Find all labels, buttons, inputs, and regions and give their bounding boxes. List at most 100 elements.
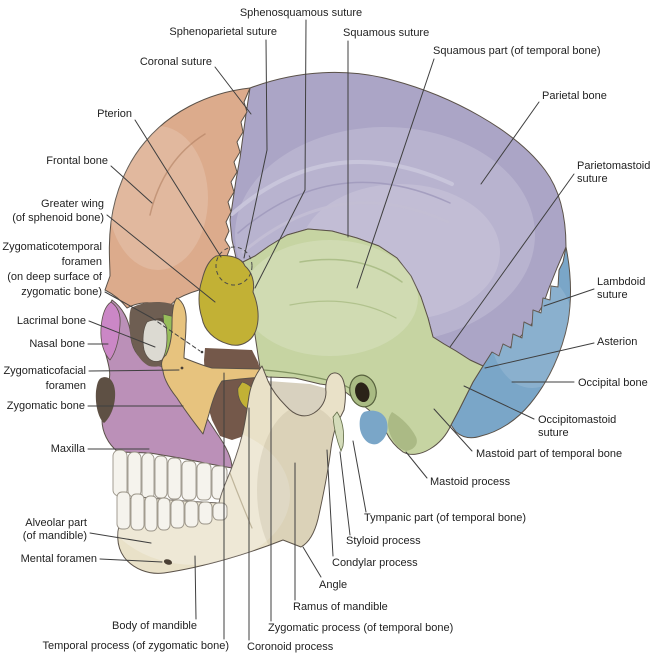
frontal-shading xyxy=(108,126,208,270)
temporal-shading xyxy=(243,240,418,356)
styloid-process-shape xyxy=(332,411,345,453)
tooth xyxy=(170,499,185,529)
leader-lambdoid xyxy=(543,288,595,307)
leader-body-of-mandible xyxy=(194,555,197,620)
leader-frontal xyxy=(110,165,153,204)
pterion-circle xyxy=(215,246,253,286)
label-zygomaticofacial-1: Zygomaticofacial xyxy=(3,365,86,377)
leader-mastoid-part xyxy=(433,408,473,452)
label-mastoid-process: Mastoid process xyxy=(430,476,511,488)
skull-illustration xyxy=(95,71,571,574)
zygomaticotemporal-dashed-line xyxy=(151,317,201,352)
label-zygomaticotemporal-3: (on deep surface of xyxy=(7,271,103,283)
leader-parietal xyxy=(480,101,540,185)
label-zygomaticotemporal-1: Zygomaticotemporal xyxy=(2,241,102,253)
leader-asterion xyxy=(484,342,595,369)
tooth xyxy=(181,460,197,501)
tooth xyxy=(212,502,228,521)
leader-lines xyxy=(87,19,595,641)
label-alveolar-2: (of mandible) xyxy=(23,530,87,542)
label-zygomatic-bone: Zygomatic bone xyxy=(7,400,85,412)
label-sphenoparietal-suture: Sphenoparietal suture xyxy=(169,26,277,38)
label-zygomatic-process: Zygomatic process (of temporal bone) xyxy=(268,622,453,634)
leader-occipitomastoid xyxy=(463,385,535,420)
label-nasal-bone: Nasal bone xyxy=(29,338,85,350)
occipital-below-ear-patch xyxy=(359,410,388,445)
tooth xyxy=(184,500,199,528)
label-parietomastoid-1: Parietomastoid xyxy=(577,160,650,172)
label-maxilla: Maxilla xyxy=(51,443,86,455)
leader-angle xyxy=(302,546,322,578)
label-coronal-suture: Coronal suture xyxy=(140,56,212,68)
leader-tympanic xyxy=(352,440,367,513)
tooth xyxy=(157,497,171,531)
labels: Sphenosquamous suture Sphenoparietal sut… xyxy=(2,7,650,653)
tooth xyxy=(198,501,213,525)
label-asterion: Asterion xyxy=(597,336,637,348)
label-zygomaticotemporal-4: zygomatic bone) xyxy=(21,286,102,298)
label-lambdoid-2: suture xyxy=(597,289,628,301)
tooth xyxy=(144,495,158,532)
label-occipitomastoid-2: suture xyxy=(538,427,569,439)
label-greater-wing-2: (of sphenoid bone) xyxy=(12,212,104,224)
label-condylar-process: Condylar process xyxy=(332,557,418,569)
leader-condylar xyxy=(326,449,334,557)
tooth xyxy=(112,449,128,497)
leader-styloid xyxy=(339,451,351,536)
tooth xyxy=(130,493,145,531)
label-zygomaticotemporal-2: foramen xyxy=(62,256,102,268)
label-angle: Angle xyxy=(319,579,347,591)
zygomaticotemporal-foramen-dot xyxy=(200,350,204,354)
tooth xyxy=(116,491,131,530)
tooth xyxy=(141,452,155,501)
leader-lacrimal xyxy=(88,320,156,348)
label-sphenosquamous-suture: Sphenosquamous suture xyxy=(240,7,362,19)
label-body-of-mandible: Body of mandible xyxy=(112,620,197,632)
label-pterion: Pterion xyxy=(97,108,132,120)
leader-greater-wing xyxy=(106,214,216,303)
label-mastoid-part: Mastoid part of temporal bone xyxy=(476,448,622,460)
label-greater-wing-1: Greater wing xyxy=(41,198,104,210)
lower-teeth xyxy=(116,491,228,532)
leader-pterion xyxy=(134,119,222,258)
label-mental-foramen: Mental foramen xyxy=(21,553,97,565)
leader-sphenoparietal xyxy=(243,39,268,259)
sphenoid-greater-wing-shape xyxy=(198,255,259,346)
label-temporal-process: Temporal process (of zygomatic bone) xyxy=(43,640,229,652)
mental-foramen-dot xyxy=(163,559,173,565)
nasal-aperture xyxy=(95,377,116,423)
zygomaticofacial-foramen-dot xyxy=(180,366,184,370)
label-lambdoid-1: Lambdoid xyxy=(597,276,645,288)
leader-sphenosquamous xyxy=(254,19,307,289)
leader-alveolar xyxy=(89,532,152,544)
leader-coronal xyxy=(214,66,252,115)
label-squamous-part: Squamous part (of temporal bone) xyxy=(433,45,601,57)
meatus-opening xyxy=(355,382,370,403)
tooth xyxy=(196,462,212,501)
label-frontal-bone: Frontal bone xyxy=(46,155,108,167)
tooth xyxy=(167,457,182,500)
leader-mastoid-process xyxy=(405,451,428,479)
label-lacrimal-bone: Lacrimal bone xyxy=(17,315,86,327)
leader-squamous-part xyxy=(356,58,435,289)
label-tympanic-part: Tympanic part (of temporal bone) xyxy=(364,512,526,524)
mastoid-process-shading xyxy=(388,412,417,451)
label-alveolar-1: Alveolar part xyxy=(25,517,87,529)
leader-mental xyxy=(99,558,163,563)
leader-zygomaticotemporal xyxy=(104,291,153,319)
leader-parietomastoid xyxy=(449,173,575,348)
external-acoustic-meatus xyxy=(349,374,377,408)
label-parietomastoid-2: suture xyxy=(577,173,608,185)
label-occipital-bone: Occipital bone xyxy=(578,377,648,389)
zygomatic-bone-shape xyxy=(161,297,263,435)
nasal-bone-shape xyxy=(100,301,121,361)
label-parietal-bone: Parietal bone xyxy=(542,90,607,102)
label-occipitomastoid-1: Occipitomastoid xyxy=(538,414,616,426)
tooth xyxy=(154,455,168,499)
tooth xyxy=(127,451,142,498)
label-ramus: Ramus of mandible xyxy=(293,601,388,613)
label-zygomaticofacial-2: foramen xyxy=(46,380,86,392)
label-squamous-suture: Squamous suture xyxy=(343,27,429,39)
leader-zygomaticofacial xyxy=(88,369,180,372)
